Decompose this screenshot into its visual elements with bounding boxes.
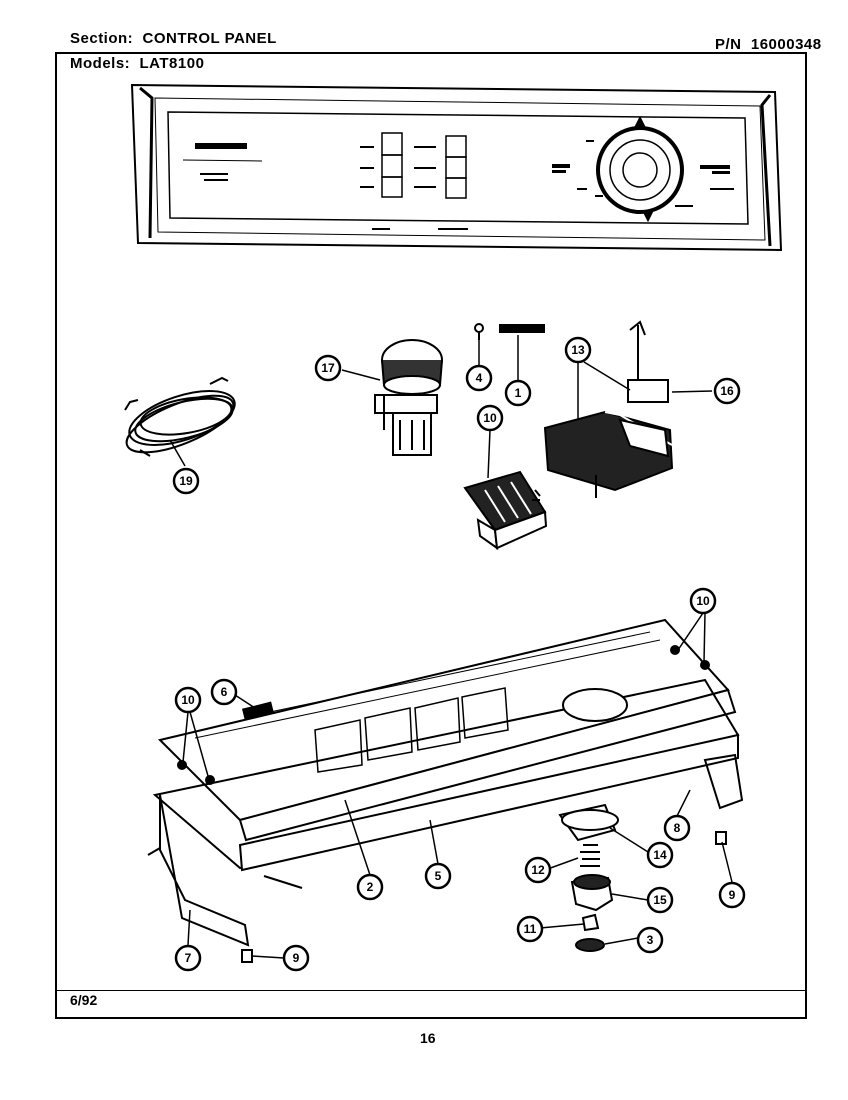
callout-16: 16 — [720, 384, 734, 398]
callout-12: 12 — [531, 863, 545, 877]
callout-5: 5 — [435, 869, 442, 883]
wire-harness-illustration — [124, 376, 236, 457]
revision-date: 6/92 — [70, 992, 98, 1008]
water-level-switch-illustration — [374, 339, 443, 456]
callout-4: 4 — [476, 371, 483, 385]
callout-19: 19 — [179, 474, 193, 488]
callout-9-right: 9 — [729, 888, 736, 902]
models-heading: Models: LAT8100 — [70, 55, 204, 72]
callout-2: 2 — [367, 880, 374, 894]
footer-divider — [55, 990, 807, 991]
pn-value: 16000348 — [750, 36, 822, 53]
callout-10-left: 10 — [181, 693, 195, 707]
callout-17: 17 — [321, 361, 335, 375]
push-button-switch-illustration — [463, 470, 548, 551]
callout-labels: 17 4 1 13 16 10 19 10 6 10 2 5 7 9 9 8 1… — [179, 343, 735, 965]
callout-10-switch: 10 — [483, 411, 497, 425]
callout-8: 8 — [674, 821, 681, 835]
models-value: LAT8100 — [139, 55, 205, 72]
callout-10-right: 10 — [696, 594, 710, 608]
callout-6: 6 — [221, 685, 228, 699]
knob-assembly-illustration — [558, 803, 619, 952]
callout-1: 1 — [515, 386, 522, 400]
callout-13: 13 — [571, 343, 585, 357]
callout-leaders — [169, 335, 733, 959]
callout-circles — [172, 336, 746, 972]
pn-label: P/N — [715, 36, 742, 53]
callout-9-left: 9 — [293, 951, 300, 965]
models-label: Models: — [70, 55, 131, 72]
control-panel-illustration — [130, 83, 783, 252]
callout-3: 3 — [647, 933, 654, 947]
part-number-heading: P/N 16000348 — [715, 36, 822, 53]
callout-15: 15 — [653, 893, 667, 907]
console-base-illustration — [147, 618, 744, 963]
section-label: Section: — [70, 30, 134, 47]
page-number: 16 — [420, 1030, 436, 1046]
section-heading: Section: CONTROL PANEL — [70, 30, 277, 47]
small-parts-illustration — [474, 323, 545, 340]
callout-14: 14 — [653, 848, 667, 862]
callout-7: 7 — [185, 951, 192, 965]
diagram-frame — [55, 52, 807, 1019]
timer-illustration — [543, 320, 674, 498]
section-value: CONTROL PANEL — [142, 30, 277, 47]
callout-11: 11 — [524, 922, 537, 936]
